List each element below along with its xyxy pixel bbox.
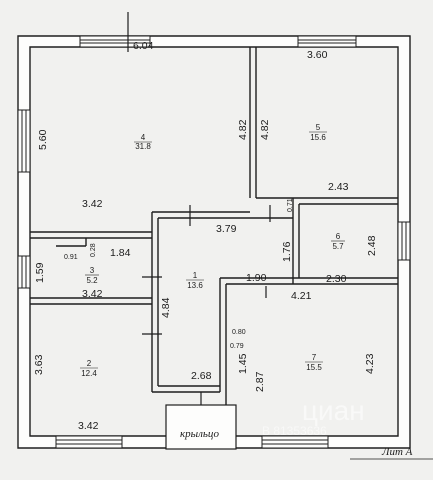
dim-3-60: 3.60	[307, 49, 328, 61]
interior-walls	[30, 47, 398, 436]
window-left-mid	[17, 255, 31, 289]
windows	[17, 35, 411, 449]
watermark-brand: циан	[302, 395, 365, 426]
dim-3-79: 3.79	[216, 223, 237, 235]
porch-label: крыльцо	[180, 428, 220, 440]
room-number-6: 6	[336, 232, 341, 241]
dim-1-76: 1.76	[281, 241, 293, 262]
dim-1-59: 1.59	[34, 262, 46, 283]
dim-5-60: 5.60	[37, 129, 49, 150]
dim-3-42-bottom: 3.42	[78, 420, 99, 432]
dim-2-87: 2.87	[254, 371, 266, 392]
dim-4-21: 4.21	[291, 290, 312, 302]
dim-3-42-top: 3.42	[82, 198, 103, 210]
dim-1-84: 1.84	[110, 247, 131, 259]
window-top-left	[79, 35, 151, 48]
dim-0-91: 0.91	[64, 254, 78, 261]
window-left-upper	[17, 109, 31, 173]
room-area-7: 15.5	[306, 363, 322, 372]
dim-2-30: 2.30	[326, 273, 347, 285]
dim-4-82-b: 4.82	[259, 119, 271, 140]
dimension-labels: 6.04 3.60 5.60 4.82 4.82 2.43 0.71 3.42 …	[33, 40, 378, 432]
outer-wall	[17, 35, 411, 449]
dim-0-79: 0.79	[230, 343, 244, 350]
dim-0-80: 0.80	[232, 329, 246, 336]
dim-3-42-mid: 3.42	[82, 288, 103, 300]
porch: крыльцо	[165, 404, 237, 450]
dim-2-48: 2.48	[366, 235, 378, 256]
room-number-7: 7	[312, 353, 317, 362]
watermark: циан В 81353636	[262, 395, 365, 438]
dim-4-84: 4.84	[160, 297, 172, 318]
dim-6-04: 6.04	[133, 40, 154, 52]
dim-4-23: 4.23	[364, 353, 376, 374]
watermark-id: В 81353636	[262, 424, 327, 438]
room-number-3: 3	[90, 266, 95, 275]
dim-1-90: 1.90	[246, 272, 267, 284]
room-number-1: 1	[193, 271, 198, 280]
window-bottom-left	[55, 435, 123, 449]
dim-0-28: 0.28	[90, 243, 97, 257]
dim-1-45: 1.45	[237, 353, 249, 374]
window-right	[397, 221, 411, 261]
room-number-2: 2	[87, 359, 92, 368]
room-number-5: 5	[316, 123, 321, 132]
dim-2-68: 2.68	[191, 370, 212, 382]
dim-3-63: 3.63	[33, 354, 45, 375]
lit-a-label: Лит А	[381, 446, 413, 458]
window-top-right	[297, 35, 357, 48]
room-area-6: 5.7	[332, 242, 344, 251]
room-number-4: 4	[141, 133, 146, 142]
dim-0-71: 0.71	[287, 198, 294, 212]
room-area-1: 13.6	[187, 281, 203, 290]
room-area-5: 15.6	[310, 133, 326, 142]
window-bottom-right	[261, 435, 329, 449]
dim-2-43: 2.43	[328, 181, 349, 193]
wall-markers	[127, 12, 271, 410]
dim-4-82-a: 4.82	[237, 119, 249, 140]
room-area-3: 5.2	[86, 276, 98, 285]
room-labels: 4 31.8 5 15.6 6 5.7 3 5.2 1 13.6 2 12.4 …	[80, 123, 345, 378]
room-area-4: 31.8	[135, 142, 151, 151]
room-area-2: 12.4	[81, 369, 97, 378]
